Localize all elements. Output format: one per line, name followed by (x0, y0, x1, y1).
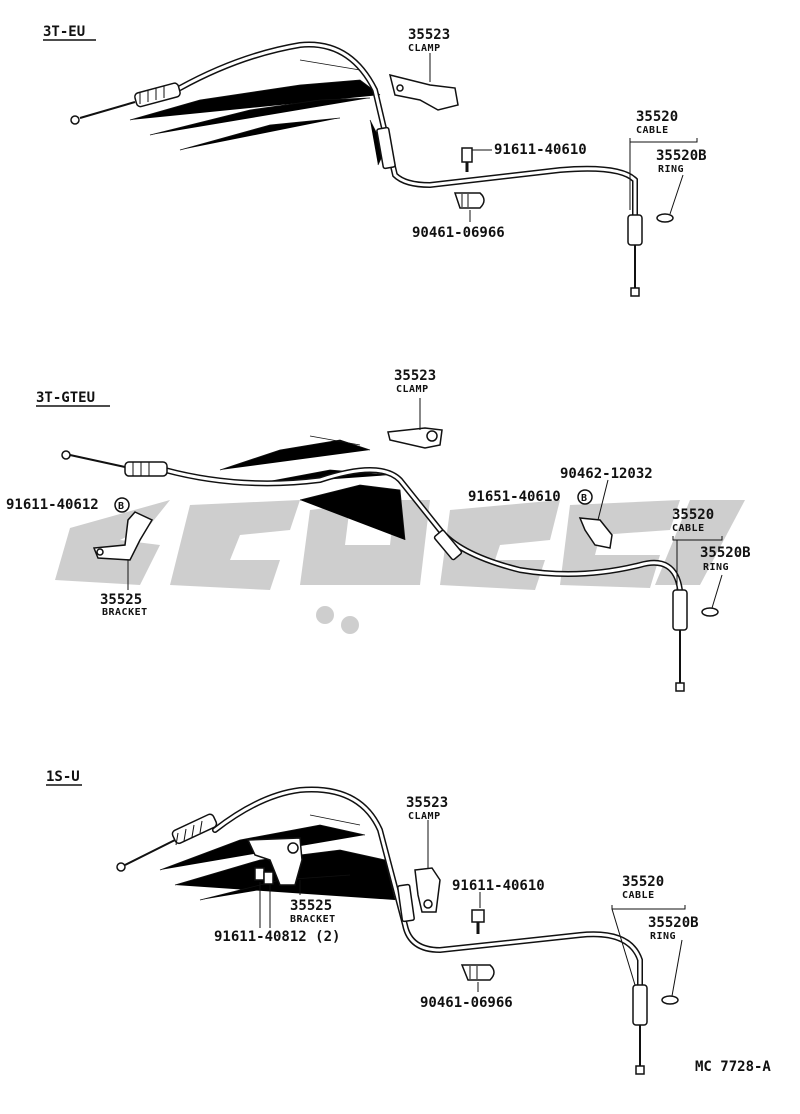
callout-ring-label: RING (658, 164, 684, 175)
callout-cable-label: CABLE (672, 523, 705, 534)
callout-clip-number: 90462-12032 (560, 466, 653, 482)
callout-ring-label: RING (703, 562, 729, 573)
engine-outline (129, 59, 386, 166)
bolt-91611-icon (461, 147, 473, 172)
bracket-bolt-91611-icon (254, 867, 274, 885)
mark-b-circle-icon (577, 489, 593, 505)
callout-clamp-number: 35523 (406, 795, 448, 811)
bolt-91611-icon (471, 909, 485, 934)
callout-ring-label: RING (650, 931, 676, 942)
callout-cable-number: 35520 (672, 507, 714, 523)
callout-cable-number: 35520 (622, 874, 664, 890)
callout-grommet-number: 90461-06966 (420, 995, 513, 1011)
callout-clamp-label: CLAMP (408, 811, 441, 822)
clamp-35523-icon (387, 427, 443, 449)
section-3t-gteu: 3T-GTEU (6, 368, 751, 692)
section-title: 3T-EU (43, 24, 85, 40)
section-1s-u: 1S-U (46, 769, 699, 1075)
clip-90462-icon (578, 517, 613, 549)
callout-bolt-number: 91611-40610 (494, 142, 587, 158)
leader-lines (259, 820, 686, 997)
cable-35520 (70, 41, 643, 297)
callout-clamp-label: CLAMP (408, 43, 441, 54)
callout-bracket-number: 35525 (290, 898, 332, 914)
leader-lines (429, 53, 698, 222)
section-title: 1S-U (46, 769, 80, 785)
leader-lines (127, 398, 723, 609)
section-title: 3T-GTEU (36, 390, 95, 406)
callout-cable-number: 35520 (636, 109, 678, 125)
bracket-35525-icon (92, 511, 154, 561)
callout-ring-number: 35520B (700, 545, 751, 561)
callout-bracket-number: 35525 (100, 592, 142, 608)
mark-b-circle-icon (114, 497, 130, 513)
callout-ring-number: 35520B (656, 148, 707, 164)
callout-bracket-bolt-number: 91611-40812 (2) (214, 929, 340, 945)
grommet-90461-icon (460, 964, 495, 981)
grommet-90461-icon (453, 192, 485, 209)
bracket-35525-icon (246, 837, 303, 886)
mark-b-text: B (118, 501, 124, 512)
clamp-35523-icon (388, 73, 459, 111)
callout-cable-label: CABLE (622, 890, 655, 901)
callout-clamp-number: 35523 (408, 27, 450, 43)
cable-35520 (61, 450, 688, 692)
watermark-logo (55, 500, 745, 634)
clamp-35523-icon (414, 867, 441, 913)
callout-cable-label: CABLE (636, 125, 669, 136)
ring-35520b-icon (661, 995, 679, 1005)
diagram-code: MC 7728-A (695, 1059, 771, 1075)
callout-bolt-number: 91651-40610 (468, 489, 561, 505)
callout-ring-number: 35520B (648, 915, 699, 931)
ring-35520b-icon (656, 213, 674, 223)
mark-b-text: B (581, 493, 587, 504)
callout-bracket-bolt-number: 91611-40612 (6, 497, 99, 513)
callout-grommet-number: 90461-06966 (412, 225, 505, 241)
callout-clamp-number: 35523 (394, 368, 436, 384)
callout-bracket-label: BRACKET (290, 914, 336, 925)
cable-35520 (116, 786, 648, 1075)
section-3t-eu: 3T-EU (43, 24, 707, 297)
callout-clamp-label: CLAMP (396, 384, 429, 395)
callout-bracket-label: BRACKET (102, 607, 148, 618)
callout-bolt-number: 91611-40610 (452, 878, 545, 894)
ring-35520b-icon (701, 607, 719, 617)
